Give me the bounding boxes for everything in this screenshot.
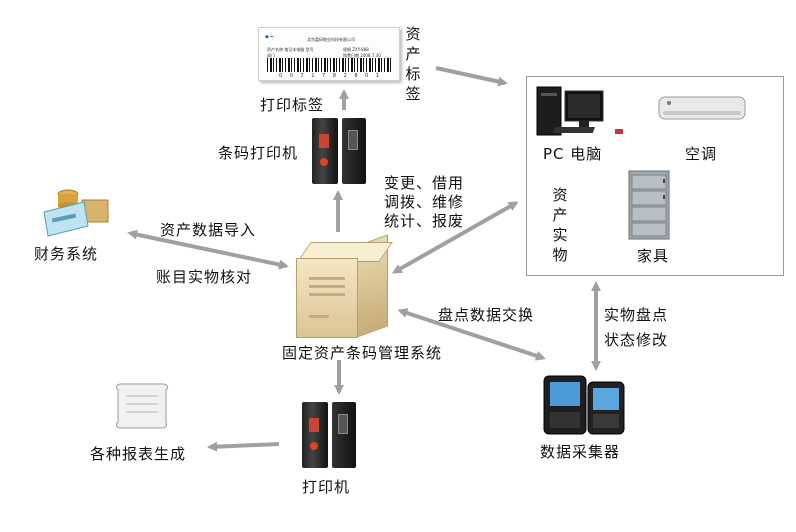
label-row3: 部门 [267,53,275,58]
server-icon [296,234,394,338]
asset-label-card: ◆ ━ 北京富码物业科技有限公司 资产名称 笔记本电脑 型号 规格 ZXY-88… [258,27,400,81]
asset-panel: PC 电脑 空调 资产实物 家具 [526,76,784,276]
reports-label: 各种报表生成 [90,445,187,463]
furniture-icon [628,170,670,240]
ops-line-2: 调拨、维修 [384,193,465,211]
arrow-server-assets [391,201,519,274]
inventory-exchange-label: 盘点数据交换 [438,306,535,324]
printer-icon [302,402,358,470]
barcode-printer-icon [312,118,368,186]
arrow-label-to-assets [435,66,508,87]
core-system-label: 固定资产条码管理系统 [282,344,443,362]
data-collector-icon [543,375,625,435]
ops-line-3: 统计、报废 [384,212,465,230]
arrow-server-collector [397,308,546,361]
data-collector-label: 数据采集器 [540,443,621,461]
arrow-finance-server [127,229,289,270]
aircon-icon [658,96,746,120]
asset-data-import-label: 资产数据导入 [160,221,257,239]
barcode-graphic [267,58,391,72]
account-reconcile-label: 账目实物核对 [156,268,253,286]
pc-label: PC 电脑 [543,145,603,163]
physical-inventory-label: 实物盘点 [604,306,669,324]
barcode-digits: 0 0 7 1 7 8 2 8 0 1 [279,73,383,79]
furniture-label: 家具 [637,247,670,265]
aircon-label: 空调 [685,145,718,163]
ops-line-1: 变更、借用 [384,174,465,192]
physical-assets-label: 资产实物 [552,186,568,264]
barcode-printer-label: 条码打印机 [218,144,299,162]
finance-system-label: 财务系统 [34,245,99,263]
asset-tag-label: 资产标签 [405,25,421,103]
printer-label: 打印机 [302,478,351,496]
status-modify-label: 状态修改 [604,331,669,349]
pc-icon [536,86,623,136]
label-row3b: 购置日期 2008.7.30 [343,53,381,58]
arrow-printer-to-reports [207,441,280,452]
label-company-text: 北京富码物业科技有限公司 [307,37,355,42]
report-scroll-icon [115,383,169,429]
finance-system-icon [43,189,109,237]
label-row2b: 规格 ZXY-888 [343,47,369,52]
label-row2: 资产名称 笔记本电脑 型号 [267,47,314,52]
print-label-text: 打印标签 [260,96,325,114]
label-logo: ◆ ━ [265,34,274,40]
